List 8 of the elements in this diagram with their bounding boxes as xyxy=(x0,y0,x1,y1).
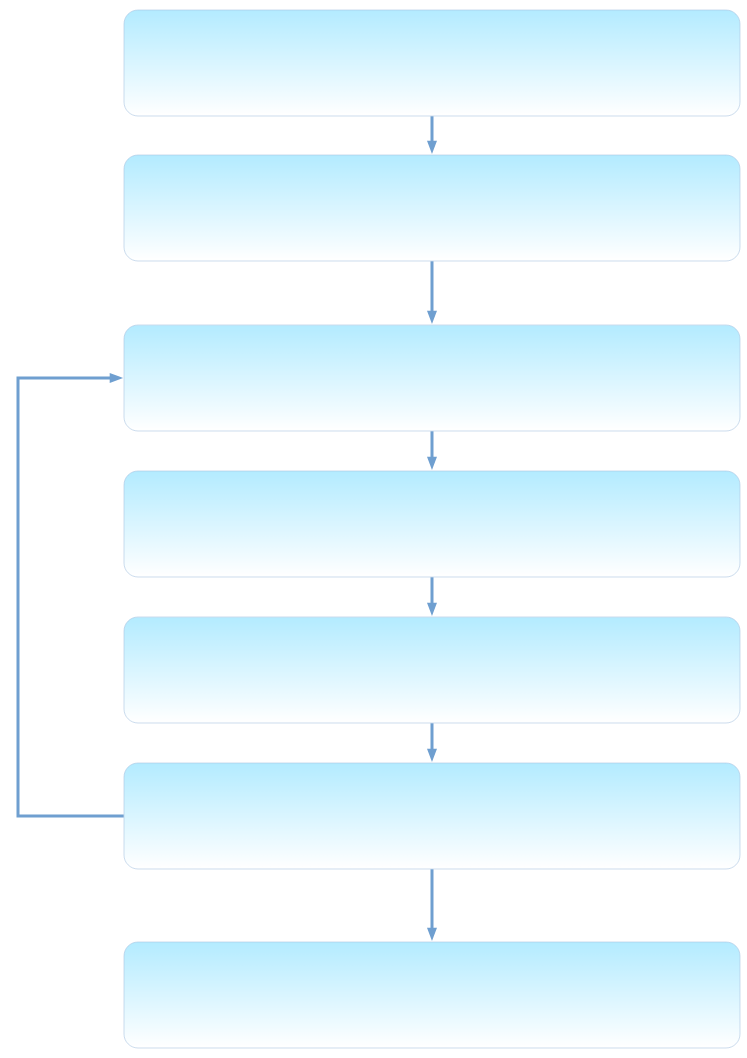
process-box xyxy=(123,470,741,578)
process-box xyxy=(123,9,741,117)
process-box xyxy=(123,324,741,432)
arrow xyxy=(16,373,124,818)
process-box xyxy=(123,941,741,1049)
process-box xyxy=(123,154,741,262)
process-box xyxy=(123,616,741,724)
process-box xyxy=(123,762,741,870)
